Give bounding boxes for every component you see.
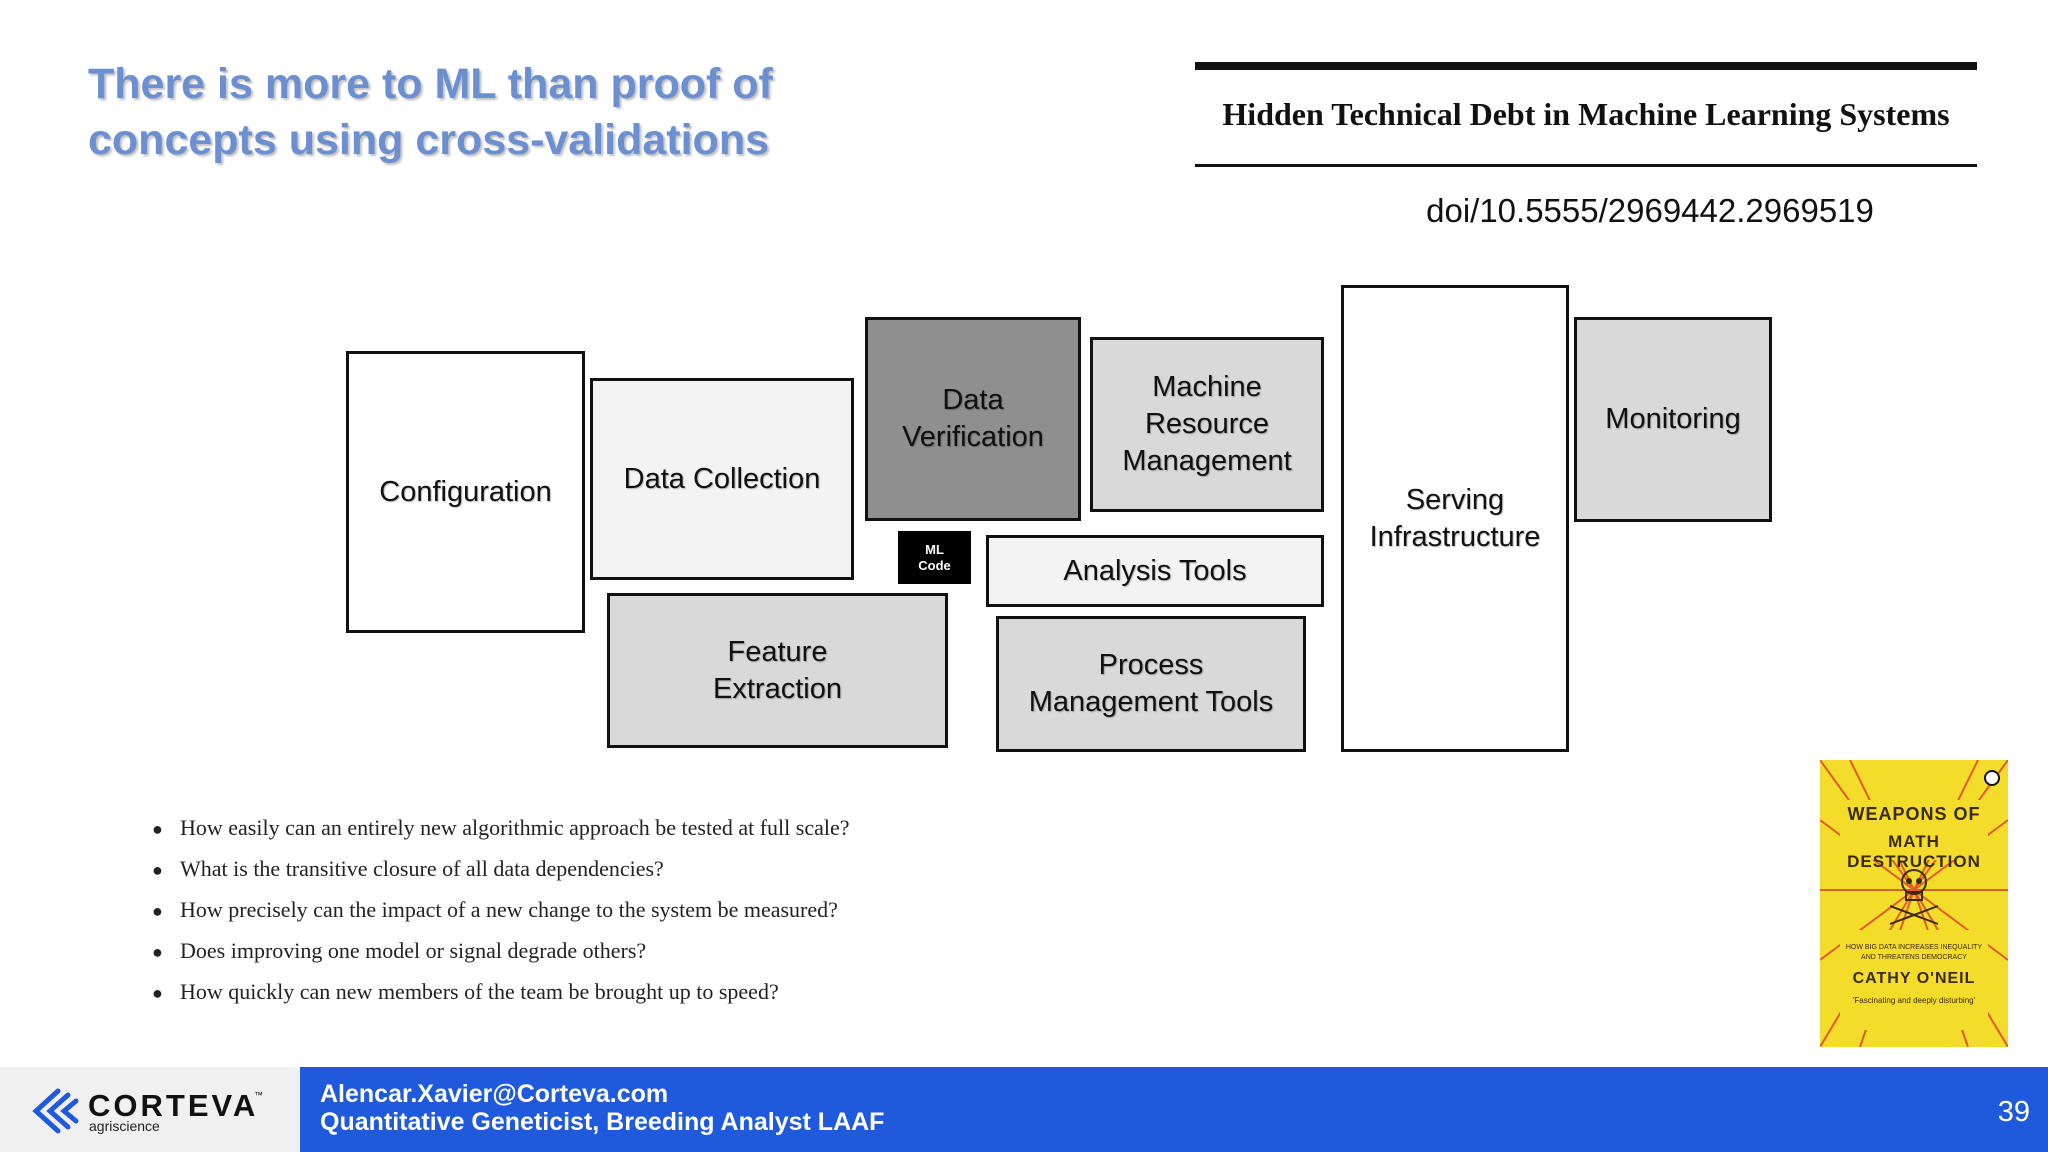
ml-code-label: ML Code (918, 541, 951, 573)
question-item: ● How quickly can new members of the team… (152, 972, 850, 1013)
trademark-symbol: ™ (254, 1090, 263, 1100)
box-data-verification-label: Data Verification (902, 384, 1044, 453)
paper-rule-bottom (1195, 164, 1977, 167)
corteva-brand-sub: agriscience (89, 1118, 160, 1134)
box-feature-extraction-label: Feature Extraction (713, 635, 842, 705)
page-number: 39 (1997, 1096, 2030, 1128)
bullet-icon: ● (152, 983, 163, 1003)
box-monitoring: Monitoring (1574, 317, 1772, 522)
box-data-collection: Data Collection (590, 378, 854, 580)
footer-email: Alencar.Xavier@Corteva.com (320, 1080, 669, 1108)
box-machine-resource-management: Machine Resource Management (1090, 337, 1324, 512)
box-machine-resource-management-label: Machine Resource Management (1122, 371, 1292, 477)
paper-doi: doi/10.5555/2969442.2969519 (1426, 192, 1874, 229)
ml-code-box: ML Code (898, 531, 971, 584)
question-text: How precisely can the impact of a new ch… (180, 897, 838, 922)
book-title-line-1: WEAPONS OF (1847, 804, 1981, 824)
box-analysis-tools: Analysis Tools (986, 535, 1324, 607)
slide-title-line-2: concepts using cross-validations (88, 116, 770, 164)
question-text: Does improving one model or signal degra… (180, 938, 647, 963)
book-subtitle: HOW BIG DATA INCREASES INEQUALITY AND TH… (1845, 944, 1983, 961)
box-analysis-tools-label: Analysis Tools (1063, 554, 1247, 587)
bullet-icon: ● (152, 860, 163, 880)
paper-title: Hidden Technical Debt in Machine Learnin… (1222, 96, 1950, 132)
book-author: CATHY O'NEIL (1852, 970, 1976, 987)
question-text: What is the transitive closure of all da… (180, 856, 664, 881)
bullet-icon: ● (152, 942, 163, 962)
box-serving-infrastructure-label: Serving Infrastructure (1369, 483, 1541, 553)
corteva-brand: CORTEVA (88, 1088, 259, 1123)
question-item: ● What is the transitive closure of all d… (152, 849, 850, 890)
slide-title-line-1: There is more to ML than proof of (88, 60, 773, 108)
box-monitoring-label: Monitoring (1605, 403, 1741, 435)
question-item: ● How easily can an entirely new algorith… (152, 808, 850, 849)
box-feature-extraction: Feature Extraction (607, 593, 948, 748)
box-configuration: Configuration (346, 351, 585, 633)
question-text: How easily can an entirely new algorithm… (180, 815, 850, 840)
box-configuration-label: Configuration (379, 475, 552, 508)
question-text: How quickly can new members of the team … (180, 979, 779, 1004)
book-title-line-2: MATH DESTRUCTION (1847, 832, 1981, 871)
box-serving-infrastructure: Serving Infrastructure (1341, 285, 1569, 752)
book-cover: WEAPONS OF MATH DESTRUCTION HOW BIG DATA… (1820, 760, 2008, 1047)
box-process-management-tools: Process Management Tools (996, 616, 1306, 752)
bullet-icon: ● (152, 901, 163, 921)
question-item: ● Does improving one model or signal degr… (152, 931, 850, 972)
question-list: ● How easily can an entirely new algorith… (152, 808, 850, 1013)
box-process-management-tools-label: Process Management Tools (1028, 649, 1274, 718)
question-item: ● How precisely can the impact of a new c… (152, 890, 850, 931)
book-tagline: 'Fascinating and deeply disturbing' (1852, 996, 1976, 1005)
slide-title: There is more to ML than proof of concep… (88, 56, 848, 168)
paper-rule-top (1195, 62, 1977, 70)
bullet-icon: ● (152, 819, 163, 839)
footer-role: Quantitative Geneticist, Breeding Analys… (320, 1108, 885, 1136)
skull-icon (1889, 869, 1939, 925)
footer-bar (300, 1067, 2048, 1152)
book-burst-icon (1820, 760, 2008, 1047)
box-data-collection-label: Data Collection (623, 462, 821, 495)
corteva-logo-icon (32, 1088, 79, 1134)
box-data-verification: Data Verification (865, 317, 1081, 521)
